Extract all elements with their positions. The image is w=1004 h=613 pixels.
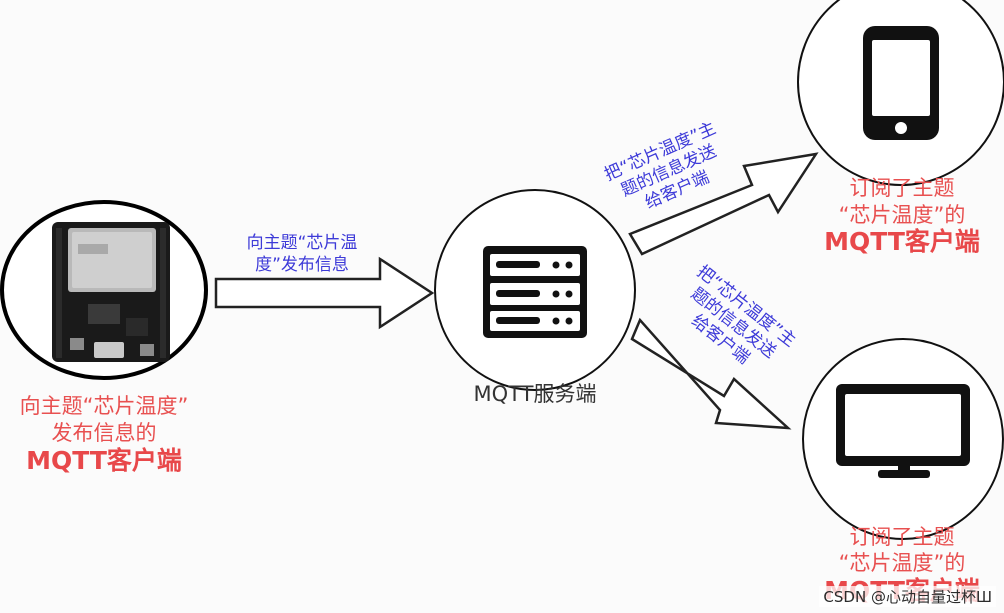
monitor-subscriber-line1: 订阅了主题 [849, 525, 955, 549]
publish-arrow-label-line1: 向主题“芯片温 [246, 233, 358, 253]
phone-subscriber-line3: MQTT客户端 [824, 227, 980, 256]
publish-arrow-label-line2: 度”发布信息 [255, 255, 349, 275]
publisher-label-line3: MQTT客户端 [26, 446, 182, 475]
publish-arrow [214, 256, 435, 330]
publisher-label-line2: 发布信息的 [51, 421, 157, 445]
csdn-watermark: CSDN @心动自量过杯Ш [819, 586, 996, 607]
monitor-subscriber-line2: “芯片温度”的 [838, 551, 966, 575]
forward-arrow-bottom [630, 317, 792, 430]
smartphone-icon [863, 26, 939, 140]
esp32-board-icon [52, 222, 170, 362]
forward-arrow-top [628, 152, 819, 256]
server-icon [483, 246, 587, 338]
publisher-label-line1: 向主题“芯片温度” [19, 394, 189, 418]
phone-subscriber-line2: “芯片温度”的 [838, 203, 966, 227]
server-label: MQTT服务端 [473, 382, 597, 406]
phone-subscriber-line1: 订阅了主题 [849, 176, 955, 200]
monitor-icon [836, 384, 970, 478]
